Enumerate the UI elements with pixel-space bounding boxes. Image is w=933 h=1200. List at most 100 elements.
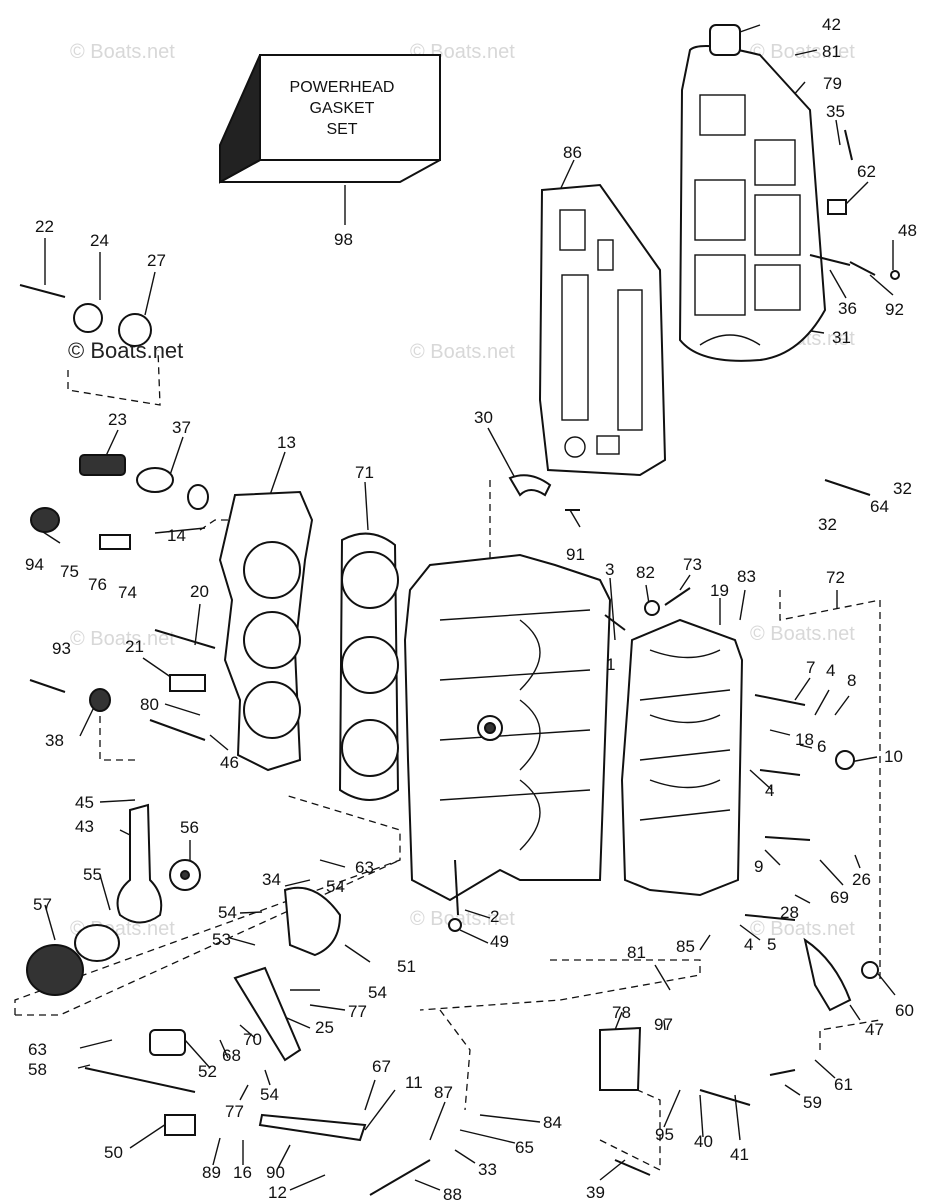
callout-46: 46 [220, 753, 239, 772]
callout-84: 84 [543, 1113, 562, 1132]
callout-13: 13 [277, 433, 296, 452]
callout-43: 43 [75, 817, 94, 836]
small-parts [19, 24, 900, 1196]
callout-39: 39 [586, 1183, 605, 1200]
callout-77: 77 [348, 1002, 367, 1021]
callout-67: 67 [372, 1057, 391, 1076]
callout-71: 71 [355, 463, 374, 482]
watermark: © Boats.net [70, 41, 175, 63]
crankcase [620, 618, 744, 897]
callout-51: 51 [397, 957, 416, 976]
callout-53: 53 [212, 930, 231, 949]
callout-54: 54 [368, 983, 387, 1002]
callout-86: 86 [563, 143, 582, 162]
callout-24: 24 [90, 231, 109, 250]
callout-16: 16 [233, 1163, 252, 1182]
box-line-3: SET [326, 121, 357, 138]
box-line-2: GASKET [310, 100, 375, 117]
callout-80: 80 [140, 695, 159, 714]
callout-54: 54 [218, 903, 237, 922]
callout-56: 56 [180, 818, 199, 837]
callout-72: 72 [826, 568, 845, 587]
callout-9: 9 [754, 857, 763, 876]
callout-4: 4 [744, 935, 753, 954]
callout-87: 87 [434, 1083, 453, 1102]
watermark: © Boats.net [70, 628, 175, 650]
callout-81: 81 [627, 943, 646, 962]
callout-73: 73 [683, 555, 702, 574]
callout-50: 50 [104, 1143, 123, 1162]
callout-21: 21 [125, 637, 144, 656]
cylinder-head [218, 490, 314, 772]
callout-33: 33 [478, 1160, 497, 1179]
exhaust-gasket [538, 183, 667, 477]
callout-19: 19 [710, 581, 729, 600]
callout-77: 77 [225, 1102, 244, 1121]
callout-89: 89 [202, 1163, 221, 1182]
callout-75: 75 [60, 562, 79, 581]
callout-12: 12 [268, 1183, 287, 1200]
gasket-set-box: POWERHEAD GASKET SET [219, 54, 441, 225]
callout-93: 93 [52, 639, 71, 658]
callout-90: 90 [266, 1163, 285, 1182]
callout-69: 69 [830, 888, 849, 907]
head-gasket [338, 532, 400, 801]
callout-82: 82 [636, 563, 655, 582]
callout-63: 63 [28, 1040, 47, 1059]
callout-42: 42 [822, 15, 841, 34]
callout-22: 22 [35, 217, 54, 236]
callout-98: 98 [334, 230, 353, 249]
watermark: © Boats.net [750, 623, 855, 645]
callout-35: 35 [826, 102, 845, 121]
callout-97: 97 [654, 1015, 673, 1034]
callout-20: 20 [190, 582, 209, 601]
callout-79: 79 [823, 74, 842, 93]
callout-18: 18 [795, 730, 814, 749]
callout-41: 41 [730, 1145, 749, 1164]
callout-64: 64 [870, 497, 889, 516]
callout-65: 65 [515, 1138, 534, 1157]
callout-52: 52 [198, 1062, 217, 1081]
callout-25: 25 [315, 1018, 334, 1037]
watermark: © Boats.net [410, 341, 515, 363]
callout-61: 61 [834, 1075, 853, 1094]
callout-92: 92 [885, 300, 904, 319]
callout-30: 30 [474, 408, 493, 427]
callout-32: 32 [818, 515, 837, 534]
callout-60: 60 [895, 1001, 914, 1020]
callout-37: 37 [172, 418, 191, 437]
box-line-1: POWERHEAD [290, 79, 395, 96]
callout-5: 5 [767, 935, 776, 954]
callout-40: 40 [694, 1132, 713, 1151]
leader-lines [39, 24, 896, 1191]
callout-numbers: 1 2 3 4 4 4 5 6 7 8 9 10 11 12 13 14 16 … [25, 15, 917, 1200]
watermark: © Boats.net [750, 918, 855, 940]
callout-8: 8 [847, 671, 856, 690]
callout-14: 14 [167, 526, 186, 545]
callout-74: 74 [118, 583, 137, 602]
callout-49: 49 [490, 932, 509, 951]
callout-54: 54 [260, 1085, 279, 1104]
callout-6: 6 [817, 737, 826, 756]
callout-34: 34 [262, 870, 281, 889]
callout-48: 48 [898, 221, 917, 240]
callout-63: 63 [355, 858, 374, 877]
callout-70: 70 [243, 1030, 262, 1049]
callout-7: 7 [806, 658, 815, 677]
callout-36: 36 [838, 299, 857, 318]
callout-81: 81 [822, 42, 841, 61]
callout-55: 55 [83, 865, 102, 884]
callout-31: 31 [832, 328, 851, 347]
callout-27: 27 [147, 251, 166, 270]
callout-11: 11 [405, 1073, 423, 1092]
callout-76: 76 [88, 575, 107, 594]
callout-88: 88 [443, 1185, 462, 1200]
callout-4: 4 [765, 781, 774, 800]
callout-28: 28 [780, 903, 799, 922]
callout-83: 83 [737, 567, 756, 586]
callout-68: 68 [222, 1046, 241, 1065]
callout-94: 94 [25, 555, 44, 574]
callout-58: 58 [28, 1060, 47, 1079]
callout-85: 85 [676, 937, 695, 956]
